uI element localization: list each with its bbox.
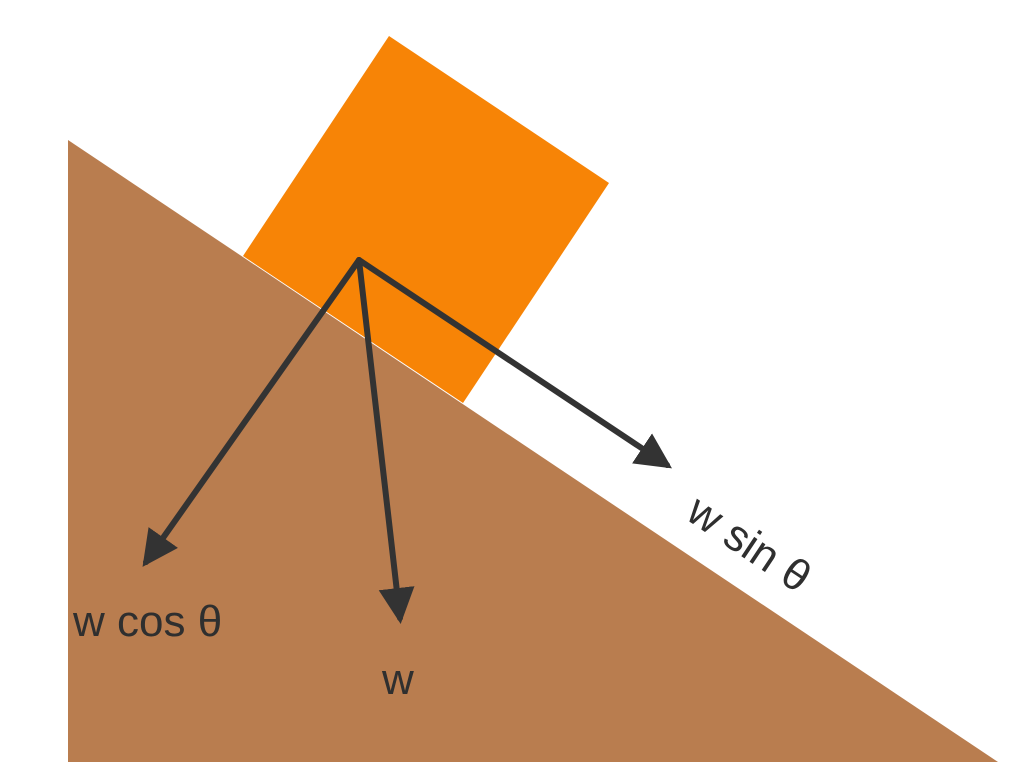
parallel-component-arrow (356, 257, 672, 469)
incline-wedge (68, 140, 998, 762)
weight-label: w (381, 655, 414, 704)
normal-component-label: w cos θ (72, 597, 222, 646)
weight-arrow (356, 257, 415, 624)
block (243, 36, 609, 403)
normal-component-arrow (142, 257, 362, 567)
